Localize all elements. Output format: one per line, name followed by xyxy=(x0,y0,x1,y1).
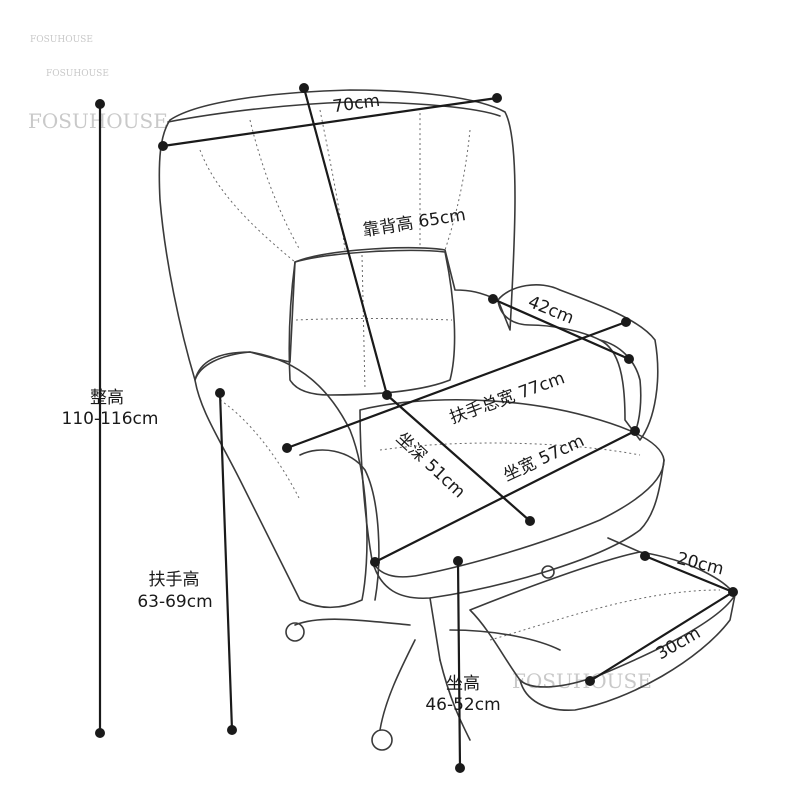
label-total-height-value: 110-116cm xyxy=(62,409,159,429)
watermark-top-small-2: FOSUHOUSE xyxy=(46,69,109,79)
watermark-top-small: FOSUHOUSE xyxy=(30,35,93,45)
label-seat-height-title: 坐高 xyxy=(446,674,480,694)
label-backrest-width: 70cm xyxy=(331,91,381,117)
dimension-lines xyxy=(95,83,738,773)
label-seat-height-value: 46-52cm xyxy=(425,695,500,715)
label-armrest-depth: 42cm xyxy=(525,292,577,328)
label-armrest-total-width: 扶手总宽 77cm xyxy=(447,368,567,428)
label-footrest-length: 30cm xyxy=(653,623,704,664)
label-armrest-height-title: 扶手高 xyxy=(149,570,200,590)
label-armrest-height-value: 63-69cm xyxy=(137,592,212,612)
watermark-left: FOSUHOUSE xyxy=(28,109,168,133)
label-footrest-width: 20cm xyxy=(675,549,726,580)
chair-illustration xyxy=(158,89,736,751)
label-seat-depth: 坐深 51cm xyxy=(392,428,469,502)
label-total-height-title: 整高 xyxy=(90,388,124,408)
label-backrest-height: 靠背高 65cm xyxy=(361,205,467,241)
